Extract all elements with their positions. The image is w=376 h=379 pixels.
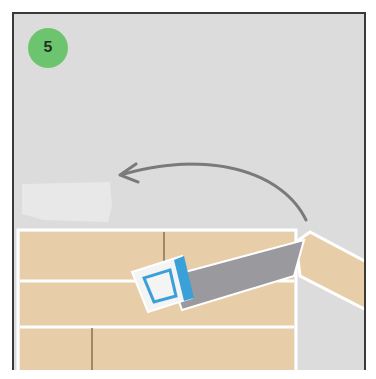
plank-bottom <box>20 328 294 370</box>
saw-ghost-outline <box>22 182 112 222</box>
plank-being-cut <box>294 230 364 311</box>
hand-saw-icon <box>130 238 306 314</box>
step-number-badge: 5 <box>28 28 68 68</box>
sawing-illustration <box>16 162 364 370</box>
step-number: 5 <box>43 39 53 56</box>
illustration-frame: 5 <box>12 12 366 370</box>
saw-handle-grip <box>141 268 178 304</box>
saw-handle-collar <box>174 256 194 301</box>
curved-arrow-left-icon <box>118 162 308 222</box>
